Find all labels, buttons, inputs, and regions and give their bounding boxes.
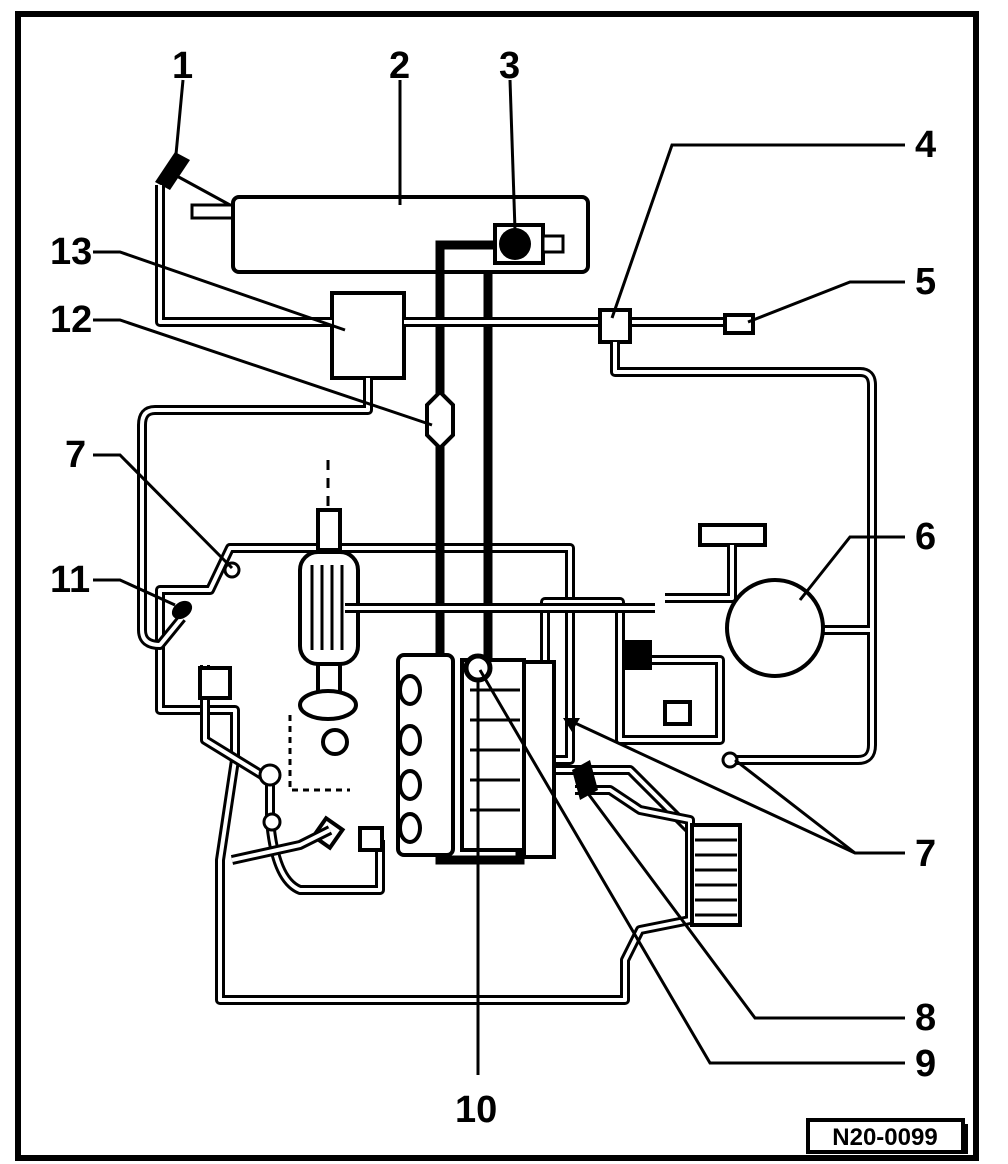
heater-valve (622, 640, 652, 670)
callout-9: 9 (915, 1043, 936, 1085)
non-return-valve (425, 389, 455, 451)
cylinder-head (396, 653, 556, 859)
callout-1: 1 (172, 45, 193, 87)
t-piece (598, 308, 632, 344)
callout-10: 10 (455, 1089, 497, 1131)
heater-core (725, 578, 825, 678)
coolant-outlet (463, 653, 493, 683)
callout-5: 5 (915, 261, 936, 303)
reference-code-box: N20-0099 (806, 1118, 968, 1154)
callout-2: 2 (389, 45, 410, 87)
temperature-sender (171, 600, 193, 620)
pump-supply-hose (435, 240, 525, 865)
callout-6: 6 (915, 516, 936, 558)
control-unit (330, 291, 406, 380)
valve (723, 313, 755, 335)
callout-4: 4 (915, 124, 936, 166)
callout-7-left: 7 (65, 434, 86, 476)
callout-12: 12 (50, 299, 92, 341)
heater-supply-hose (610, 342, 877, 765)
leader-lines (93, 79, 905, 1075)
bleed-screw-right-a (563, 718, 580, 732)
outer-frame (15, 11, 979, 1161)
callout-13: 13 (50, 231, 92, 273)
reservoir-block (698, 523, 767, 547)
heater-valve-small (663, 700, 692, 726)
callout-7-right: 7 (915, 833, 936, 875)
catalytic-converter (288, 460, 360, 792)
callout-11: 11 (50, 559, 90, 601)
callout-8: 8 (915, 997, 936, 1039)
bleed-screw-right-b (721, 751, 739, 769)
coolant-pump (493, 223, 565, 265)
tank-cap (155, 152, 231, 207)
radiator (572, 760, 742, 927)
callout-3: 3 (499, 45, 520, 87)
reference-code: N20-0099 (832, 1124, 937, 1151)
